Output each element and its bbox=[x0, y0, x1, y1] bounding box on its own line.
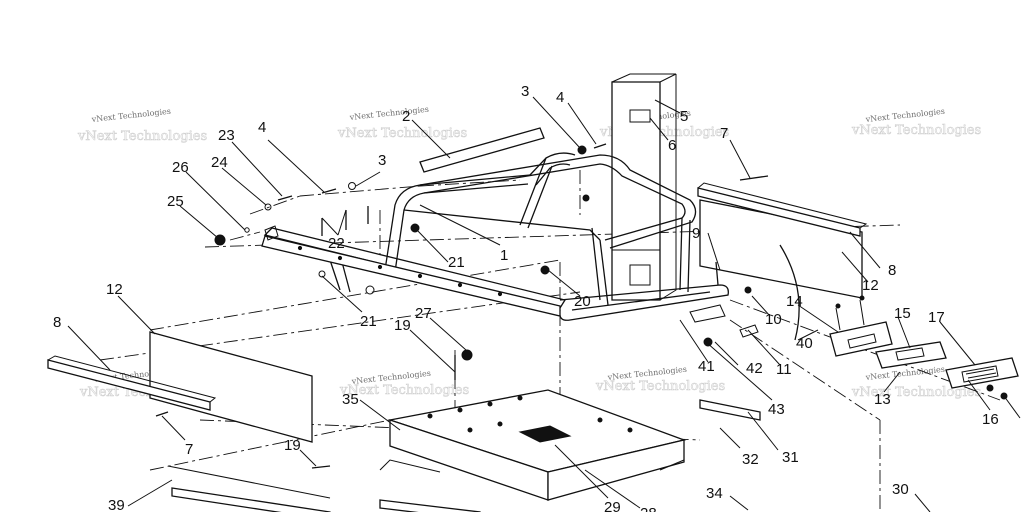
plate-15 bbox=[875, 341, 947, 369]
hardware-right bbox=[689, 244, 1008, 400]
callout-11: 11 bbox=[776, 361, 792, 378]
side-rail-31 bbox=[699, 399, 761, 421]
callout-32: 32 bbox=[742, 451, 759, 468]
callout-4-left: 4 bbox=[258, 119, 266, 136]
callout-34: 34 bbox=[706, 485, 723, 502]
trim-strip-right bbox=[697, 182, 868, 237]
watermark-ghost-8: vNext Technologies bbox=[851, 385, 981, 400]
watermark-ghost-4: vNext Technologies bbox=[851, 123, 981, 138]
callout-41: 41 bbox=[698, 358, 715, 375]
callout-3-left: 3 bbox=[378, 152, 386, 169]
callout-8-right: 8 bbox=[888, 262, 896, 279]
callout-16: 16 bbox=[982, 411, 999, 428]
callout-4-top: 4 bbox=[556, 89, 564, 106]
callout-21-left: 21 bbox=[360, 313, 377, 330]
side-panel-left bbox=[149, 331, 313, 443]
callout-7-bottom: 7 bbox=[185, 441, 193, 458]
callout-24: 24 bbox=[211, 154, 228, 171]
callout-15: 15 bbox=[894, 305, 911, 322]
callout-43: 43 bbox=[768, 401, 785, 418]
callout-7-top: 7 bbox=[720, 125, 728, 142]
callout-26: 26 bbox=[172, 159, 189, 176]
callout-10: 10 bbox=[765, 311, 782, 328]
callout-17: 17 bbox=[928, 309, 945, 326]
callout-14: 14 bbox=[786, 293, 803, 310]
callout-22: 22 bbox=[328, 235, 345, 252]
watermark-1: vNext Technologies bbox=[90, 107, 171, 124]
taillight-17 bbox=[945, 357, 1019, 389]
callout-39: 39 bbox=[108, 497, 125, 512]
callout-28: 28 bbox=[640, 505, 657, 512]
bottom-bars bbox=[167, 465, 481, 512]
watermark-4: vNext Technologies bbox=[864, 107, 945, 124]
seat-support-column bbox=[611, 73, 677, 301]
bracket-14 bbox=[829, 295, 893, 357]
frame-rail bbox=[261, 225, 561, 317]
watermark-ghost-6: vNext Technologies bbox=[339, 383, 469, 398]
callout-31: 31 bbox=[782, 449, 799, 466]
callout-25: 25 bbox=[167, 193, 184, 210]
callout-29: 29 bbox=[604, 499, 621, 512]
callout-42: 42 bbox=[746, 360, 763, 377]
callout-35: 35 bbox=[342, 391, 359, 408]
watermark-ghost-7: vNext Technologies bbox=[595, 379, 725, 394]
callout-40: 40 bbox=[796, 335, 813, 352]
callout-9: 9 bbox=[692, 225, 700, 242]
watermark-2: vNext Technologies bbox=[348, 105, 429, 122]
callout-19-bottom: 19 bbox=[284, 437, 301, 454]
callout-23: 23 bbox=[218, 127, 235, 144]
hardware-left bbox=[155, 143, 769, 469]
callout-3-top: 3 bbox=[521, 83, 529, 100]
callout-12-right: 12 bbox=[862, 277, 879, 294]
callout-2: 2 bbox=[402, 108, 410, 125]
callout-12-left: 12 bbox=[106, 281, 123, 298]
callout-6: 6 bbox=[668, 137, 676, 154]
callout-1: 1 bbox=[500, 247, 508, 264]
callout-5: 5 bbox=[680, 108, 688, 125]
callout-13: 13 bbox=[874, 391, 891, 408]
callout-8-left: 8 bbox=[53, 314, 61, 331]
leader-lines bbox=[67, 96, 1021, 512]
trim-strip-left bbox=[47, 355, 217, 411]
callout-27: 27 bbox=[415, 305, 432, 322]
callout-21-right: 21 bbox=[448, 254, 465, 271]
callout-20: 20 bbox=[574, 293, 591, 310]
callout-19-top: 19 bbox=[394, 317, 411, 334]
watermark-ghost-2: vNext Technologies bbox=[337, 126, 467, 141]
seat-tube bbox=[419, 127, 545, 173]
callout-30: 30 bbox=[892, 481, 909, 498]
watermark-ghost-1: vNext Technologies bbox=[77, 129, 207, 144]
callout-labels: 1 2 3 3 4 4 5 6 7 7 8 8 9 10 11 12 12 13… bbox=[53, 83, 999, 512]
floor-tray bbox=[379, 389, 687, 501]
watermark-8: vNext Technologies bbox=[864, 365, 945, 382]
